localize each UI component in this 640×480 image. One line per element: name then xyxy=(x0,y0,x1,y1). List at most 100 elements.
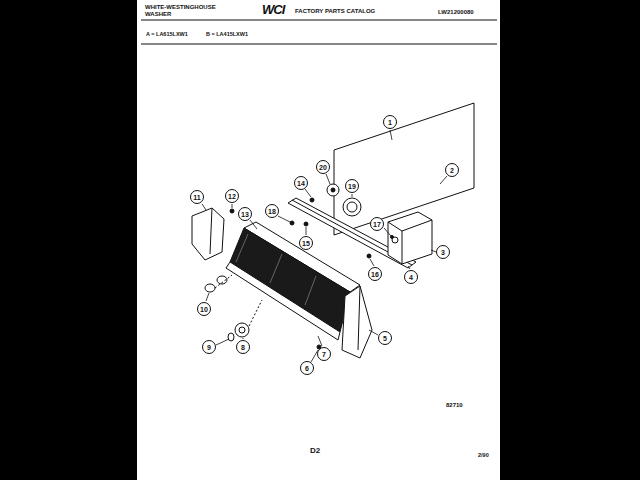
scan-border xyxy=(500,0,640,480)
console-stripe xyxy=(270,254,282,283)
callout-text: 13 xyxy=(241,211,249,218)
callout-number: 16 xyxy=(368,267,382,281)
callout-number: 1 xyxy=(383,115,397,129)
screw xyxy=(290,221,294,225)
callout-text: 20 xyxy=(319,164,327,171)
callout-text: 6 xyxy=(305,365,309,372)
callout-text: 7 xyxy=(322,351,326,358)
dial-inner xyxy=(347,202,357,212)
assembly-line xyxy=(215,275,232,288)
callout-number: 19 xyxy=(345,179,359,193)
callout-text: 1 xyxy=(388,119,392,126)
callout-text: 19 xyxy=(348,183,356,190)
leader-line xyxy=(352,194,353,197)
leader-line xyxy=(390,130,392,140)
callout-number: 15 xyxy=(299,236,313,250)
callout-text: 4 xyxy=(409,274,413,281)
leader-line xyxy=(318,336,322,346)
leader-line xyxy=(384,228,391,236)
end-cap xyxy=(192,208,224,260)
callout-text: 11 xyxy=(193,194,200,201)
callout-number: 20 xyxy=(316,160,330,174)
timer xyxy=(388,212,432,264)
leader-line xyxy=(305,189,311,197)
screw xyxy=(310,198,314,202)
callout-number: 4 xyxy=(404,270,418,284)
timer-edge xyxy=(402,231,403,264)
callout-text: 10 xyxy=(200,306,208,313)
parts xyxy=(192,103,474,358)
leader-line xyxy=(370,259,374,266)
model-number: A = LA615LXW1 xyxy=(146,31,188,37)
knob-center xyxy=(239,327,245,333)
dial xyxy=(343,198,361,216)
leader-line xyxy=(202,204,206,210)
knob-spring xyxy=(228,333,234,341)
callout-number: 17 xyxy=(370,217,384,231)
console-stripe xyxy=(305,276,316,305)
leader-line xyxy=(369,330,378,335)
callout-number: 3 xyxy=(436,245,450,259)
gear-hub xyxy=(331,188,335,192)
callout-text: 12 xyxy=(228,193,236,200)
scan-border xyxy=(0,0,137,480)
model-number: B = LA415LXW1 xyxy=(206,31,248,37)
callout-number: 10 xyxy=(197,302,211,316)
callout-text: 15 xyxy=(302,240,310,247)
catalog-number: LW21200080 xyxy=(438,9,474,16)
catalog-page xyxy=(137,0,500,480)
gear xyxy=(327,184,339,196)
rear-panel xyxy=(334,103,474,235)
callout-text: 16 xyxy=(371,271,379,278)
leader-line xyxy=(306,227,307,235)
header-rule xyxy=(141,44,497,45)
callout-text: 18 xyxy=(268,208,276,215)
leader-line xyxy=(243,338,244,339)
leader-line xyxy=(232,204,233,208)
callout-text: 3 xyxy=(441,249,445,256)
leader-line xyxy=(408,266,410,269)
timer-edge xyxy=(388,222,402,231)
catalog-title: FACTORY PARTS CATALOG xyxy=(295,8,375,15)
screw xyxy=(367,254,371,258)
end-cap-edge xyxy=(210,208,212,254)
callout-text: 5 xyxy=(383,335,387,342)
callout-text: 17 xyxy=(373,221,381,228)
callout-number: 2 xyxy=(445,163,459,177)
callout-number: 6 xyxy=(300,361,314,375)
leader-line xyxy=(206,293,209,301)
callout-number: 7 xyxy=(317,347,331,361)
brand-text: WHITE-WESTINGHOUSE WASHER xyxy=(145,4,223,18)
timer-edge xyxy=(402,220,432,231)
callout-text: 2 xyxy=(450,167,454,174)
callout-number: 14 xyxy=(294,176,308,190)
assembly-line xyxy=(249,300,262,326)
callout-text: 8 xyxy=(241,344,245,351)
callout-text: 14 xyxy=(297,180,305,187)
callout-number: 18 xyxy=(265,204,279,218)
figure-code: 82710 xyxy=(446,402,463,409)
logo-text: WCI xyxy=(262,3,284,18)
leader-lines xyxy=(202,130,447,362)
knob xyxy=(205,284,215,292)
callout-number: 8 xyxy=(236,340,250,354)
knob xyxy=(235,323,249,337)
leader-line xyxy=(250,220,257,229)
callout-number: 9 xyxy=(202,340,216,354)
print-date: 2/90 xyxy=(478,452,489,458)
screw xyxy=(304,222,308,226)
leader-line xyxy=(440,176,447,184)
console-lip xyxy=(226,262,340,340)
header-rule xyxy=(141,20,497,21)
leader-line xyxy=(216,339,229,345)
screw xyxy=(230,209,234,213)
console-stripe xyxy=(236,234,248,262)
end-cap-edge xyxy=(358,286,360,350)
page-number: D2 xyxy=(310,446,320,455)
leader-line xyxy=(326,174,330,184)
end-cap xyxy=(342,286,372,358)
callout-number: 12 xyxy=(225,189,239,203)
callout-text: 9 xyxy=(207,344,211,351)
leader-line xyxy=(278,216,290,222)
